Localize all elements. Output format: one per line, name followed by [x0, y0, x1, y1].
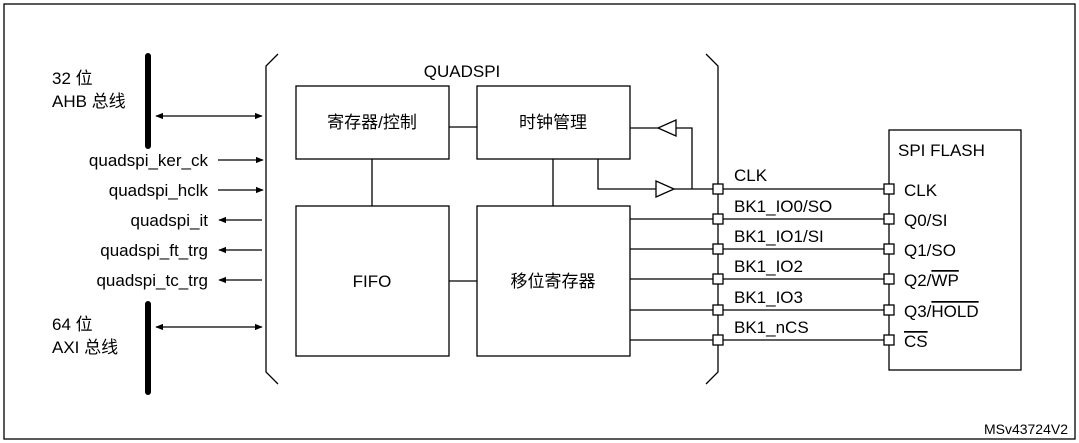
- clock-feedback-wire: [676, 127, 693, 189]
- pin-ncs: [712, 334, 724, 346]
- clock-management-block: [476, 85, 631, 160]
- outer-frame: [3, 3, 1076, 440]
- shift-register-label: 移位寄存器: [511, 272, 596, 291]
- bank-pin-label-io3: BK1_IO3: [734, 288, 803, 307]
- flash-pin-cs: [883, 334, 895, 346]
- pin-clk: [712, 183, 724, 195]
- flash-pin-label-q3: Q3/HOLD: [904, 302, 979, 321]
- ahb-label-line1: 32 位: [52, 69, 93, 88]
- register-control-block: [295, 85, 450, 160]
- pin-io0: [712, 213, 724, 225]
- clock-out-buffer: [655, 179, 676, 199]
- axi-label-line1: 64 位: [52, 315, 93, 334]
- register-control-label: 寄存器/控制: [327, 113, 417, 132]
- ahb-label-line2: AHB 总线: [52, 92, 126, 111]
- flash-pin-label-q1: Q1/SO: [904, 241, 956, 260]
- flash-pin-label-clk: CLK: [904, 181, 938, 200]
- clock-feedback-buffer: [656, 118, 677, 138]
- flash-pin-q0: [883, 213, 895, 225]
- signal-hclk: quadspi_hclk: [109, 181, 209, 200]
- flash-pin-label-q0: Q0/SI: [904, 211, 947, 230]
- flash-pin-label-q2: Q2/WP: [904, 271, 959, 290]
- flash-pin-label-cs: CS: [904, 332, 928, 351]
- bank-pin-label-io0: BK1_IO0/SO: [734, 197, 832, 216]
- quadspi-title: QUADSPI: [424, 62, 501, 81]
- fifo-label: FIFO: [353, 272, 392, 291]
- bank-pin-label-io2: BK1_IO2: [734, 257, 803, 276]
- quadspi-left-bracket: [265, 53, 279, 385]
- shift-register-block: [476, 205, 631, 357]
- bank-pin-label-ncs: BK1_nCS: [734, 318, 809, 337]
- fifo-block: [295, 205, 450, 357]
- clock-out-wire: [597, 159, 656, 190]
- spi-flash-block: [888, 129, 1022, 371]
- signal-it: quadspi_it: [130, 211, 208, 230]
- flash-pin-clk: [883, 183, 895, 195]
- signal-tc-trg: quadspi_tc_trg: [96, 271, 208, 290]
- signal-ft-trg: quadspi_ft_trg: [100, 241, 208, 260]
- spi-flash-title: SPI FLASH: [898, 141, 985, 160]
- axi-label-line2: AXI 总线: [52, 338, 118, 357]
- signal-ker-ck: quadspi_ker_ck: [89, 151, 209, 170]
- flash-pin-q1: [883, 243, 895, 255]
- clock-management-label: 时钟管理: [519, 113, 587, 132]
- pin-io3: [712, 304, 724, 316]
- flash-pin-q2: [883, 273, 895, 285]
- bank-pin-label-io1: BK1_IO1/SI: [734, 227, 824, 246]
- flash-pin-q3: [883, 304, 895, 316]
- bank-pin-label-clk: CLK: [734, 166, 768, 185]
- pin-io1: [712, 243, 724, 255]
- pin-io2: [712, 273, 724, 285]
- figure-id: MSv43724V2: [984, 421, 1068, 437]
